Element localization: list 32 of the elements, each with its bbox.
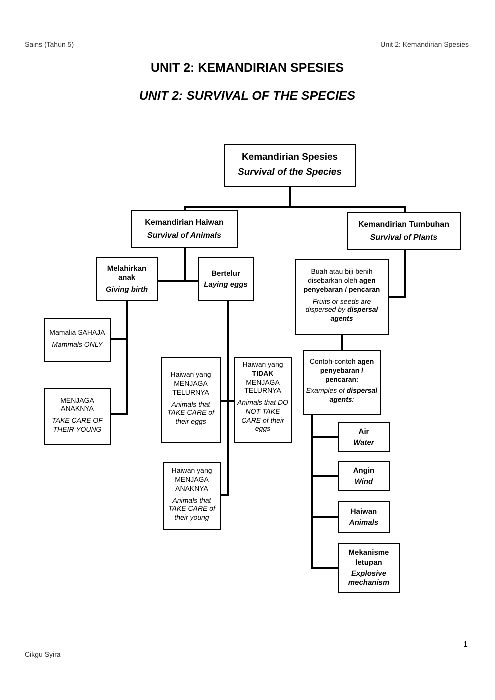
concept-box	[224, 144, 356, 187]
connector-line	[341, 334, 343, 351]
connector-line	[110, 300, 128, 415]
concept-box	[347, 212, 461, 250]
connector-line	[311, 414, 339, 569]
concept-box	[44, 388, 111, 445]
concept-box	[131, 210, 238, 248]
box-heading: Kemandirian Spesies	[242, 152, 338, 164]
concept-box	[338, 501, 390, 533]
connector-line	[289, 186, 406, 213]
box-translation: Survival of Plants	[370, 232, 438, 242]
connector-line	[220, 300, 229, 496]
box-heading: Kemandirian Haiwan	[145, 218, 224, 228]
concept-box	[338, 422, 390, 452]
page-subtitle: UNIT 2: SURVIVAL OF THE SPECIES	[139, 89, 356, 104]
concept-box	[161, 357, 221, 443]
concept-box	[234, 357, 292, 443]
concept-box	[338, 461, 390, 491]
connector-line	[388, 249, 406, 298]
concept-box	[44, 318, 111, 362]
page-title: UNIT 2: KEMANDIRIAN SPESIES	[150, 61, 344, 76]
box-translation: Survival of the Species	[238, 167, 342, 179]
concept-box	[96, 257, 158, 301]
box-heading: Kemandirian Tumbuhan	[358, 220, 450, 230]
box-translation: Survival of Animals	[148, 230, 222, 240]
concept-box	[338, 543, 400, 593]
concept-box	[163, 462, 221, 530]
concept-box	[295, 259, 389, 335]
concept-box	[198, 257, 254, 301]
concept-box	[303, 350, 381, 415]
connector-line	[184, 247, 199, 282]
page-number: 1	[464, 640, 468, 650]
